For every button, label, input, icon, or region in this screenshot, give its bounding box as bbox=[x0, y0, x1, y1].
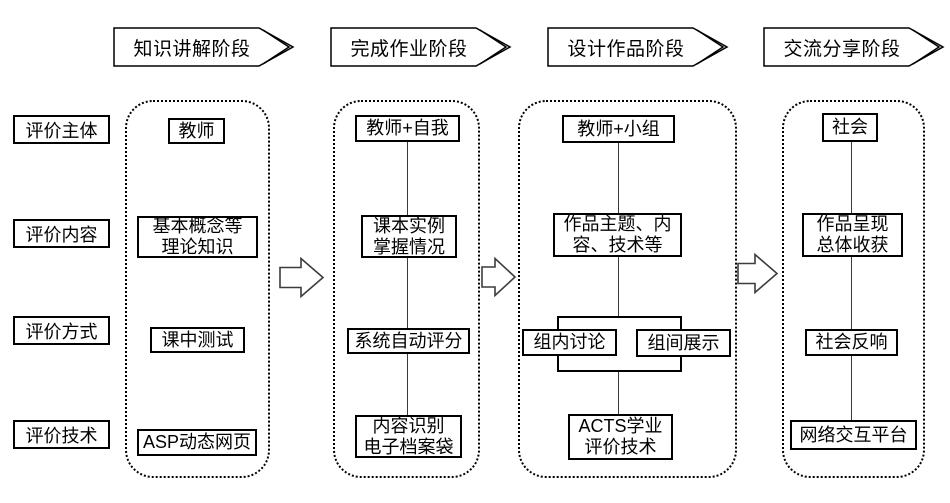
phase-banner-share: 交流分享阶段 bbox=[763, 27, 945, 67]
phase-banner-homework: 完成作业阶段 bbox=[330, 27, 512, 67]
col2-connector-1 bbox=[407, 141, 408, 216]
col4-method-box: 社会反响 bbox=[805, 329, 898, 356]
col2-method-box: 系统自动评分 bbox=[347, 328, 470, 354]
col2-group-outline bbox=[333, 100, 480, 478]
col1-method-box: 课中测试 bbox=[150, 327, 245, 353]
col2-connector-2 bbox=[407, 257, 408, 329]
col1-technology-box: ASP动态网页 bbox=[137, 429, 257, 456]
col1-content-box: 基本概念等 理论知识 bbox=[137, 216, 258, 258]
phase-banner-label: 完成作业阶段 bbox=[350, 38, 468, 60]
col3-method-right-box: 组间展示 bbox=[636, 329, 731, 357]
row-label-content: 评价内容 bbox=[13, 219, 110, 248]
col4-connector-2 bbox=[851, 256, 852, 330]
pentagon-arrow-icon bbox=[547, 27, 729, 67]
col4-connector-1 bbox=[851, 141, 852, 214]
col3-content-box: 作品主题、内 容、技术等 bbox=[553, 213, 682, 257]
row-label-subject: 评价主体 bbox=[13, 115, 110, 144]
col4-group-outline bbox=[782, 100, 925, 478]
pentagon-arrow-icon bbox=[113, 27, 295, 67]
row-label-technology: 评价技术 bbox=[13, 420, 110, 449]
phase-banner-knowledge: 知识讲解阶段 bbox=[113, 27, 295, 67]
col4-technology-box: 网络交互平台 bbox=[790, 420, 917, 450]
col2-connector-3 bbox=[407, 353, 408, 416]
col4-subject-box: 社会 bbox=[822, 113, 878, 142]
col3-connector-3 bbox=[618, 371, 619, 416]
col3-connector-2 bbox=[618, 256, 619, 317]
col1-subject-box: 教师 bbox=[168, 118, 225, 144]
col4-content-box: 作品呈现 总体收获 bbox=[802, 213, 903, 257]
phase-banner-label: 知识讲解阶段 bbox=[133, 38, 251, 60]
col3-subject-box: 教师+小组 bbox=[562, 115, 675, 143]
col4-connector-3 bbox=[851, 355, 852, 421]
col1-group-outline bbox=[125, 100, 270, 478]
col2-technology-box: 内容识别 电子档案袋 bbox=[355, 415, 462, 458]
phase-banner-label: 交流分享阶段 bbox=[783, 38, 901, 60]
col3-connector-1 bbox=[618, 142, 619, 214]
col2-subject-box: 教师+自我 bbox=[355, 115, 460, 142]
phase-transition-arrow-icon-3 bbox=[737, 253, 779, 294]
col3-group-outline bbox=[518, 100, 737, 478]
col2-content-box: 课本实例 掌握情况 bbox=[361, 215, 457, 258]
pentagon-arrow-icon bbox=[330, 27, 512, 67]
phase-banner-label: 设计作品阶段 bbox=[567, 38, 685, 60]
col3-method-left-box: 组内讨论 bbox=[522, 329, 617, 356]
pentagon-arrow-icon bbox=[763, 27, 945, 67]
col3-technology-box: ACTS学业 评价技术 bbox=[568, 414, 673, 460]
phase-transition-arrow-icon-2 bbox=[481, 257, 517, 297]
phase-banner-design: 设计作品阶段 bbox=[547, 27, 729, 67]
row-label-method: 评价方式 bbox=[13, 316, 110, 345]
phase-transition-arrow-icon-1 bbox=[279, 257, 325, 298]
